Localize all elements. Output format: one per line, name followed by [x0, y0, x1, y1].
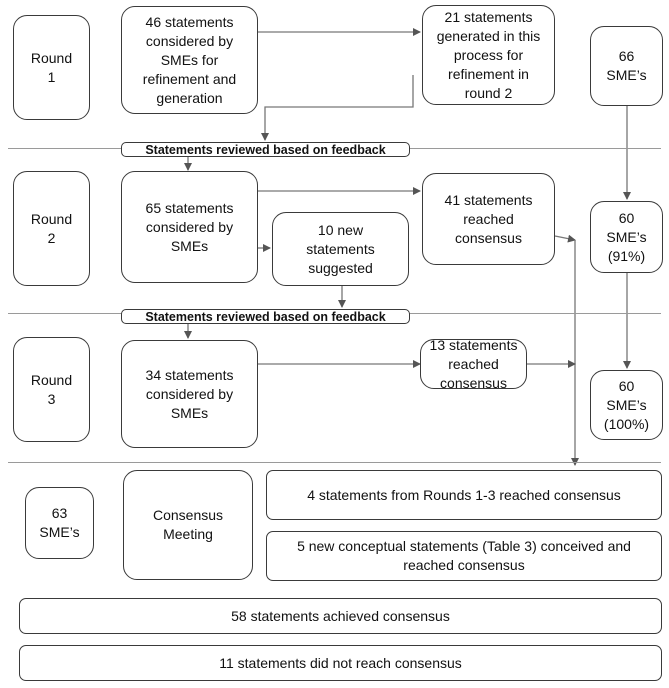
divider-3 — [8, 462, 661, 463]
round-3-reached-consensus: 13 statements reached consensus — [420, 337, 527, 391]
round-3-statements-considered: 34 statements considered by SMEs — [121, 340, 258, 448]
round-3-participants: 60 SME’s (100%) — [590, 370, 663, 440]
round-2-new-statements: 10 new statements suggested — [272, 212, 409, 286]
new-conceptual-statements: 5 new conceptual statements (Table 3) co… — [266, 531, 662, 581]
round-1-statements-generated: 21 statements generated in this process … — [422, 5, 555, 105]
rounds-consensus-statements: 4 statements from Rounds 1-3 reached con… — [266, 470, 662, 520]
round-2-reached-consensus: 41 statements reached consensus — [422, 173, 555, 265]
round-2-participants: 60 SME’s (91%) — [590, 201, 663, 273]
consensus-meeting-participants: 63 SME’s — [25, 487, 94, 559]
round-3-label: Round 3 — [13, 337, 90, 442]
round-2-label: Round 2 — [13, 171, 90, 286]
round-2-statements-considered: 65 statements considered by SMEs — [121, 171, 258, 283]
statements-achieved-consensus: 58 statements achieved consensus — [19, 598, 662, 634]
round-1-statements-considered: 46 statements considered by SMEs for ref… — [121, 6, 258, 114]
feedback-bar-1: Statements reviewed based on feedback — [121, 142, 410, 157]
statements-not-reached-consensus: 11 statements did not reach consensus — [19, 645, 662, 681]
feedback-bar-2: Statements reviewed based on feedback — [121, 309, 410, 324]
round-1-participants: 66 SME’s — [590, 26, 663, 106]
arrow-r2-consensus-out — [554, 234, 576, 243]
arrow-r1-generated-to-feedback — [261, 75, 414, 141]
consensus-meeting-label: Consensus Meeting — [123, 470, 253, 580]
round-1-label: Round 1 — [13, 15, 90, 120]
